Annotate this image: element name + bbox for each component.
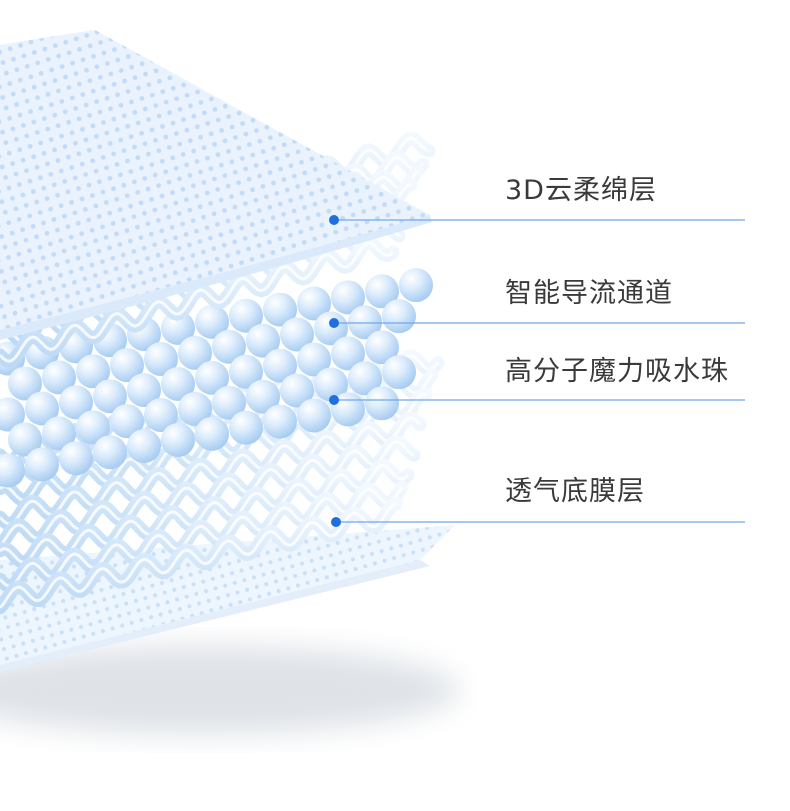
absorbent-bead xyxy=(297,286,331,321)
absorbent-bead xyxy=(59,441,93,476)
callout-dot-1 xyxy=(329,215,339,225)
absorbent-bead xyxy=(161,366,195,401)
layer-label-top-soft: 3D云柔绵层 xyxy=(505,175,657,206)
absorbent-bead xyxy=(178,391,212,426)
absorbent-bead xyxy=(263,292,297,327)
absorbent-bead xyxy=(25,447,59,482)
layer-label-beads: 高分子魔力吸水珠 xyxy=(505,356,729,387)
absorbent-bead xyxy=(195,304,229,339)
absorbent-bead xyxy=(8,422,42,457)
absorbent-bead xyxy=(110,404,144,439)
layer-label-bottom-film: 透气底膜层 xyxy=(505,476,645,507)
absorbent-bead xyxy=(127,373,161,408)
stack-shadow xyxy=(0,645,460,735)
absorbent-bead xyxy=(161,310,195,345)
absorbent-bead xyxy=(263,404,297,439)
absorbent-bead xyxy=(365,330,399,365)
absorbent-bead xyxy=(178,335,212,370)
absorbent-bead xyxy=(331,392,365,427)
absorbent-bead xyxy=(42,360,76,395)
absorbent-bead xyxy=(110,348,144,383)
absorbent-bead xyxy=(382,299,416,334)
callout-dot-3 xyxy=(329,395,339,405)
wave-highlight xyxy=(0,502,397,609)
absorbent-bead xyxy=(144,398,178,433)
absorbent-bead xyxy=(161,422,195,457)
absorbent-bead xyxy=(365,274,399,309)
wave-highlight xyxy=(0,486,404,588)
absorbent-bead xyxy=(280,373,314,408)
absorbent-bead xyxy=(246,323,280,358)
absorbent-bead xyxy=(314,311,348,346)
callout-dot-4 xyxy=(331,517,341,527)
absorbent-bead xyxy=(93,379,127,414)
absorbent-bead xyxy=(314,367,348,402)
absorbent-bead xyxy=(76,410,110,445)
absorbent-bead xyxy=(263,348,297,383)
absorbent-bead xyxy=(229,410,263,445)
absorbent-bead xyxy=(331,280,365,315)
wave-highlight xyxy=(0,241,394,363)
absorbent-bead xyxy=(25,391,59,426)
absorbent-bead xyxy=(229,298,263,333)
absorbent-bead xyxy=(0,397,25,432)
absorbent-bead xyxy=(382,355,416,390)
absorbent-bead xyxy=(280,317,314,352)
absorbent-bead xyxy=(212,329,246,364)
absorbent-bead xyxy=(399,268,433,303)
absorbent-bead xyxy=(127,429,161,464)
absorbent-bead xyxy=(229,354,263,389)
absorbent-bead xyxy=(76,354,110,389)
absorbent-bead xyxy=(297,342,331,377)
layer-label-channel: 智能导流通道 xyxy=(505,278,673,309)
absorbent-bead xyxy=(93,435,127,470)
absorbent-bead xyxy=(297,398,331,433)
breathable-film-layer xyxy=(0,525,455,672)
absorbent-bead xyxy=(348,361,382,396)
absorbent-bead xyxy=(348,305,382,340)
callout-dot-2 xyxy=(329,318,339,328)
absorbent-bead xyxy=(144,342,178,377)
callout-lines xyxy=(329,215,745,527)
absorbent-bead xyxy=(246,379,280,414)
absorbent-bead-layer xyxy=(0,268,433,488)
absorbent-bead xyxy=(59,385,93,420)
absorbent-bead xyxy=(0,453,25,488)
absorbent-bead xyxy=(42,416,76,451)
absorbent-bead xyxy=(331,336,365,371)
absorbent-bead xyxy=(8,366,42,401)
cloud-soft-top-layer xyxy=(0,30,432,340)
absorbent-bead xyxy=(195,360,229,395)
absorbent-bead xyxy=(195,416,229,451)
absorbent-bead xyxy=(365,386,399,421)
absorbent-bead xyxy=(212,385,246,420)
